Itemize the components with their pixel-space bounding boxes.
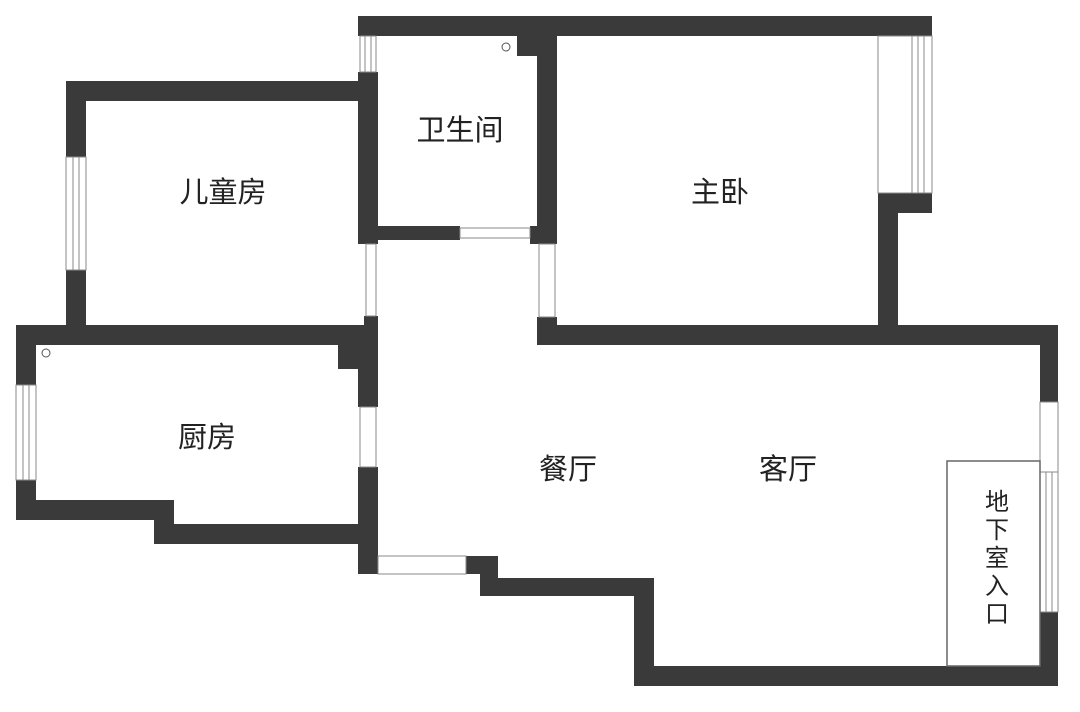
wall-living-bottom-step xyxy=(634,578,654,686)
label-basement-entrance-4: 入 xyxy=(985,572,1009,600)
window-master xyxy=(877,35,933,194)
wall-living-bottom xyxy=(634,666,1058,686)
wall-dining-bottom xyxy=(480,578,654,596)
wall-kitchen-bottom-right xyxy=(154,524,378,544)
door-kids-room xyxy=(365,243,377,317)
door-entrance xyxy=(377,555,467,575)
wall-kitchen-bottom-left xyxy=(16,500,174,520)
window-living xyxy=(1039,471,1059,613)
window-kids-room xyxy=(65,156,87,271)
label-kitchen: 厨房 xyxy=(178,420,236,454)
walls xyxy=(16,16,1058,686)
label-dining-room: 餐厅 xyxy=(539,452,597,486)
label-kids-room: 儿童房 xyxy=(179,175,266,209)
wall-kitchen-corner xyxy=(338,345,358,369)
room-labels: 卫生间 儿童房 主卧 厨房 餐厅 客厅 地 下 室 入 口 xyxy=(178,113,1009,628)
wall-bath-bottom-left xyxy=(358,226,460,240)
door-bathroom xyxy=(459,227,531,239)
wall-bath-corner xyxy=(517,36,537,56)
wall-door-jamb xyxy=(466,556,498,574)
window-bathroom xyxy=(359,35,377,73)
opening-living-right xyxy=(1039,401,1059,473)
basement-entrance-box xyxy=(946,460,1041,667)
wall-bath-left xyxy=(358,16,378,36)
windows xyxy=(15,35,1059,613)
wall-kitchen-right-top xyxy=(358,325,378,407)
wall-bath-master-divider xyxy=(537,16,557,244)
door-kitchen xyxy=(359,406,377,468)
kitchen-drain xyxy=(41,348,51,358)
label-basement-entrance-1: 地 xyxy=(985,488,1009,516)
bathroom-drain xyxy=(501,42,511,52)
fixtures xyxy=(41,42,1041,667)
wall-top xyxy=(358,16,932,36)
wall-living-top xyxy=(537,325,1058,345)
label-master-bedroom: 主卧 xyxy=(691,175,749,209)
wall-bath-left-lower xyxy=(358,72,378,244)
wall-master-right xyxy=(878,193,898,345)
wall-kids-kitchen-divider xyxy=(16,325,378,345)
window-kitchen xyxy=(15,384,37,481)
label-living-room: 客厅 xyxy=(759,452,817,486)
label-basement-entrance-2: 下 xyxy=(985,516,1009,544)
door-master xyxy=(538,243,556,318)
door-openings xyxy=(359,227,556,575)
label-bathroom: 卫生间 xyxy=(416,113,503,147)
label-basement-entrance-3: 室 xyxy=(985,544,1009,572)
wall-bath-bottom-right xyxy=(530,226,557,244)
wall-kitchen-left-top xyxy=(16,325,36,385)
wall-living-right-top xyxy=(1040,325,1058,402)
wall-kitchen-right-bottom xyxy=(358,467,378,574)
wall-kids-left-top xyxy=(66,81,86,157)
wall-kids-top xyxy=(66,81,378,101)
label-basement-entrance-5: 口 xyxy=(985,600,1009,628)
